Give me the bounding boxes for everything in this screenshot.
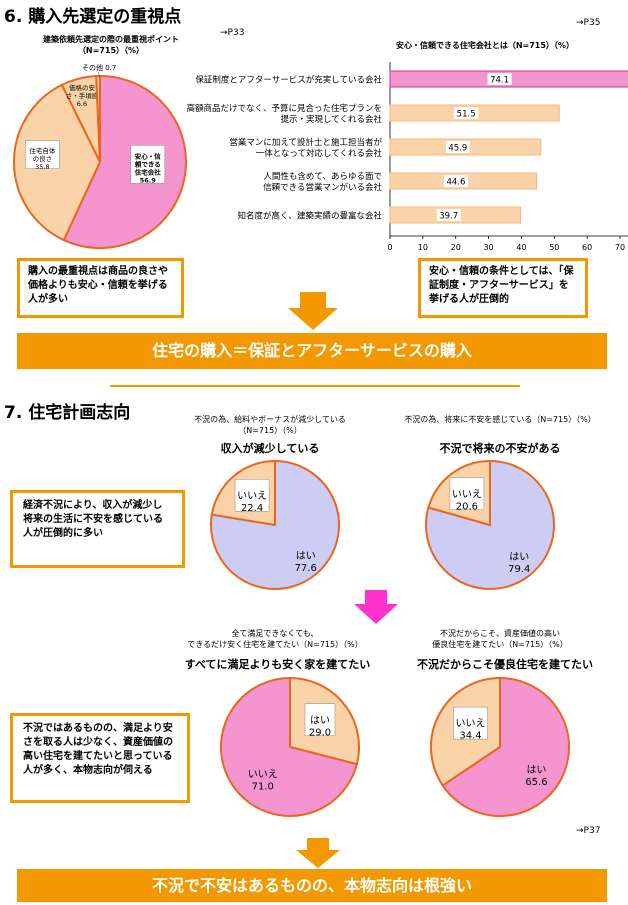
pie4-note-line2: 優良住宅を建てたい（N=715）（%） [432, 640, 568, 649]
pie3-heading: すべてに満足よりも安く家を建てたい [184, 658, 371, 671]
pie-value-0: 29.0 [309, 727, 331, 738]
section7-lower-note: 不況ではあるものの、満足より安さを取る人は少なく、資産価値の高い住宅を建てたいと… [10, 713, 190, 803]
pie-value-2: 6.6 [77, 100, 87, 108]
pie-value-0: 79.4 [508, 564, 530, 575]
pie-main-ref: →P33 [220, 28, 245, 38]
bar-value-2: 45.9 [448, 144, 467, 154]
bar-category-3-1: 信頼できる営業マンがいる会社 [263, 182, 382, 193]
pie-label-0-0: 安心・信 [135, 152, 162, 161]
bar-category-4-0: 知名度が高く、建築実績の豊富な会社 [237, 211, 382, 222]
x-tick-10: 10 [418, 243, 428, 252]
x-tick-50: 50 [549, 243, 559, 252]
bar-value-4: 39.7 [439, 212, 458, 222]
section6-left-note: 購入の最重視点は商品の良さや価格よりも安心・信頼を挙げる人が多い [17, 258, 184, 318]
bar-category-1-0: 高額商品だけでなく、予算に見合った住宅プランを [186, 103, 382, 114]
pie-label-0-2: 住宅会社 [135, 168, 162, 177]
pie-value-1: 34.4 [459, 731, 481, 742]
pie-label-other: その他 0.7 [82, 63, 116, 72]
pie-label-1-0: 住宅自体 [29, 146, 56, 155]
pie4-note: 不況だからこそ、資産価値の高い 優良住宅を建てたい（N=715）（%） [400, 628, 600, 650]
pie-label-1-1: の良さ [33, 154, 53, 163]
bar-category-0-0: 保証制度とアフターサービスが充実している会社 [195, 75, 382, 86]
bar-category-2-0: 営業マンに加えて設計士と施工担当者が [229, 137, 382, 148]
section7-title: 7. 住宅計画志向 [4, 403, 131, 423]
pie-label-2-1: さ・手頃感 [66, 91, 99, 100]
pie3-note-line2: できるだけ安く住宅を建てたい（N=715）（%） [187, 640, 363, 649]
pie-label-1-0: いいえ [456, 718, 486, 730]
bar-category-3-0: 人間性も含めて、あらゆる面で [263, 171, 382, 182]
pie-label-1-0: いいえ [237, 490, 267, 502]
pie-label-0-0: はい [310, 714, 330, 726]
pie-value-1: 35.8 [35, 163, 49, 171]
down-arrow-orange-2 [296, 838, 340, 868]
x-tick-40: 40 [516, 243, 526, 252]
pie-main-title-line2: （N=715）（%） [77, 46, 145, 55]
pie-label-0-0: はい [296, 550, 316, 562]
section6-right-note: 安心・信頼の条件としては、「保証制度・アフターサービス」を挙げる人が圧倒的 [418, 258, 588, 318]
pie4-heading: 不況だからこそ優良住宅を建てたい [417, 658, 593, 671]
bar-value-0: 74.1 [490, 76, 509, 86]
pie1-note: 不況の為、給料やボーナスが減少している （N=715）（%） [180, 414, 360, 436]
section7-upper-note: 経済不況により、収入が減少し将来の生活に不安を感じている人が圧倒的に多い [10, 490, 185, 568]
section6-banner: 住宅の購入＝保証とアフターサービスの購入 [17, 333, 607, 369]
pie-label-1-0: いいえ [248, 769, 278, 781]
pie-value-0: 65.6 [525, 777, 547, 788]
pie-value-1: 22.4 [241, 503, 263, 514]
pie-slice-0 [441, 676, 570, 817]
down-arrow-orange-1 [288, 292, 338, 330]
bar-chart-title: 安心・信頼できる住宅会社とは（N=715）（%） [396, 41, 574, 50]
pie-value-0: 77.6 [295, 563, 317, 574]
pie-label-1-0: いいえ [452, 488, 482, 500]
pie-main-title: 建築依頼先選定の際の最重視ポイント （N=715）（%） [16, 34, 206, 56]
x-tick-0: 0 [387, 243, 392, 252]
section7-ref: →P37 [576, 826, 601, 836]
bar-category-2-1: 一体となって対応してくれる会社 [256, 148, 383, 159]
pie-value-1: 71.0 [252, 782, 274, 793]
pie1-heading: 収入が減少している [220, 442, 320, 455]
section-divider [110, 385, 520, 387]
pie-label-2-0: 価格の安 [69, 83, 96, 92]
pie-label-0-0: はい [526, 764, 546, 776]
bar-category-1-1: 提示・実現してくれる会社 [281, 114, 383, 125]
bar-value-3: 44.6 [446, 178, 465, 188]
pie2-note: 不況の為、将来に不安を感じている（N=715）（%） [404, 415, 596, 424]
pie-label-0-0: はい [509, 551, 529, 563]
pie-value-1: 20.6 [456, 501, 478, 512]
bar-value-1: 51.5 [457, 110, 476, 120]
x-tick-30: 30 [483, 243, 493, 252]
x-tick-70: 70 [615, 243, 625, 252]
pie-main-title-line1: 建築依頼先選定の際の最重視ポイント [43, 35, 179, 44]
pie2-heading: 不況で将来の不安がある [439, 442, 561, 455]
pie-slice-3 [95, 74, 101, 163]
bar-chart-ref: →P35 [576, 18, 601, 28]
pie-slice-0 [62, 74, 187, 249]
section7-banner: 不況で不安はあるものの、本物志向は根強い [17, 869, 607, 902]
pie4-note-line1: 不況だからこそ、資産価値の高い [440, 629, 560, 638]
down-arrow-magenta [354, 590, 398, 624]
bar-chart: 0 10 20 30 40 50 60 70 74.1 保証制度とアフターサービスが充実している会… [186, 62, 628, 252]
pie3-note: 全て満足できなくても、 できるだけ安く住宅を建てたい（N=715）（%） [170, 628, 380, 650]
pie1-note-line1: 不況の為、給料やボーナスが減少している [194, 415, 346, 424]
pie3-note-line1: 全て満足できなくても、 [231, 629, 319, 638]
pie-slice-1 [220, 676, 359, 817]
pie1-note-line2: （N=715）（%） [238, 426, 302, 435]
section6-title: 6. 購入先選定の重視点 [4, 7, 182, 27]
x-tick-20: 20 [451, 243, 461, 252]
x-tick-60: 60 [582, 243, 592, 252]
pie-label-0-1: 頼できる [134, 160, 161, 169]
pie-value-0: 56.9 [140, 177, 157, 185]
